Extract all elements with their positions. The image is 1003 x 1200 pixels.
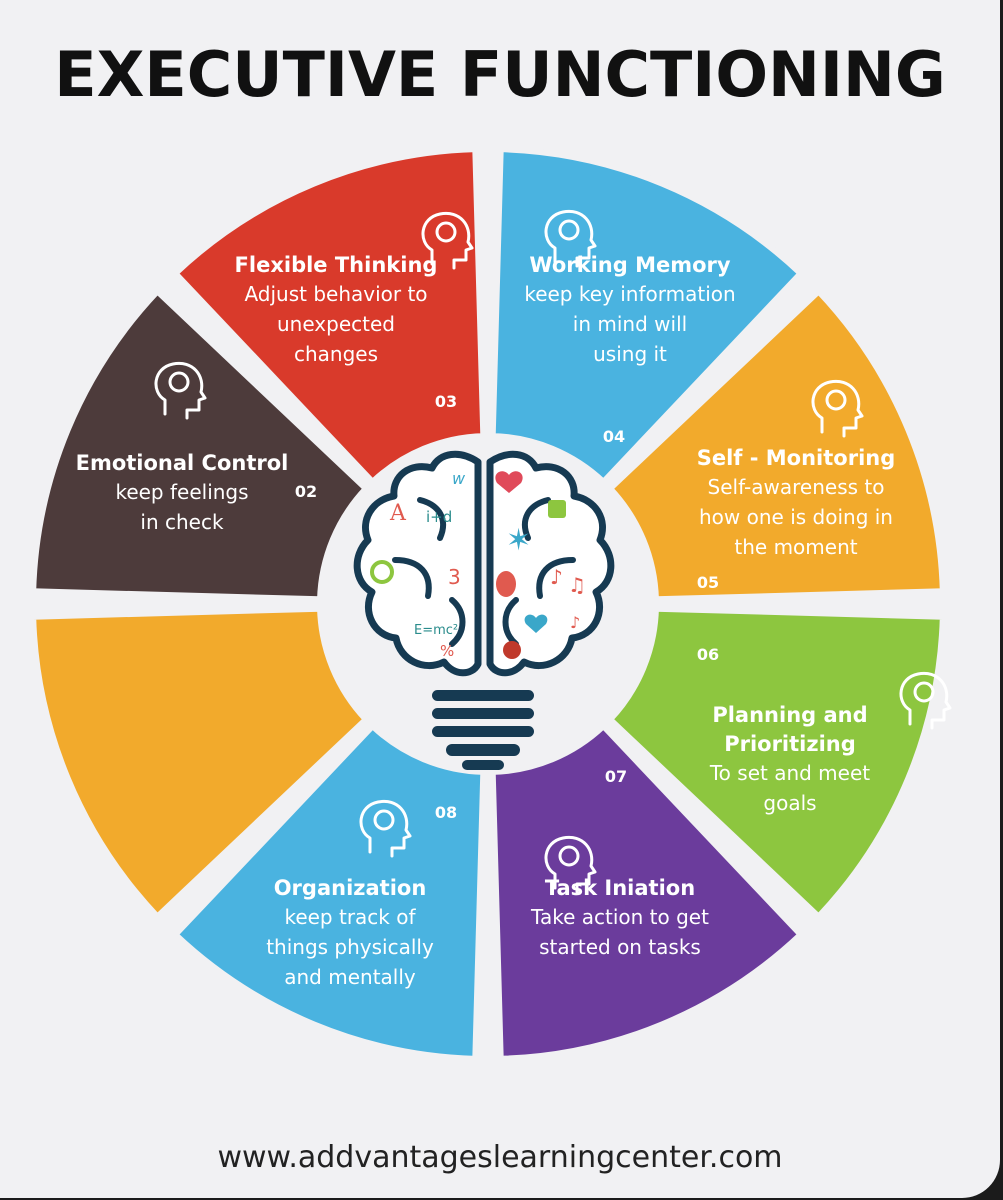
head-magnifier-icon [421, 211, 474, 270]
heart-small-icon [524, 614, 548, 633]
segment-description: keep track of [284, 905, 416, 929]
segment-description: and mentally [284, 965, 416, 989]
head-brain-icon [544, 209, 597, 268]
segment-05 [607, 605, 946, 920]
segment-heading: Task Iniation [545, 876, 695, 900]
brain-symbol-note3: ♪ [570, 613, 580, 632]
segment-06 [489, 723, 804, 1062]
segment-description: Take action to get [530, 905, 709, 929]
segment-description: keep feelings [115, 480, 248, 504]
segment-description: To set and meet [709, 761, 870, 785]
segment-description: how one is doing in [699, 505, 893, 529]
bulb-base-tip [462, 760, 504, 770]
heart-icon [495, 471, 523, 493]
brain-symbol-percent: % [440, 642, 454, 660]
segment-number: 07 [605, 767, 627, 786]
segment-description: using it [593, 342, 667, 366]
star-icon: ✶ [506, 523, 531, 558]
segment-description: in mind will [573, 312, 687, 336]
segment-description: started on tasks [539, 935, 701, 959]
segment-02 [172, 146, 487, 485]
brain-symbol-3: 3 [448, 565, 461, 589]
segment-description: changes [294, 342, 378, 366]
segment-07 [172, 723, 487, 1062]
segment-heading: Self - Monitoring [697, 446, 896, 470]
wheel-segments: 01Impulse ControlThink beforeacting02Emo… [30, 146, 952, 1062]
brain-icon [359, 799, 412, 858]
segment-description: unexpected [277, 312, 395, 336]
infographic-title: EXECUTIVE FUNCTIONING [54, 38, 946, 111]
segment-number: 05 [697, 573, 719, 592]
segment-heading: Planning and [712, 703, 867, 727]
head-emotions-icon [154, 361, 207, 420]
bulb-base-stripe-2 [432, 708, 534, 719]
brain-symbol-emc2: E=mc² [414, 623, 458, 638]
segment-description: the moment [734, 535, 857, 559]
monitor-person-icon [811, 379, 864, 438]
bulb-base-stripe-3 [432, 726, 534, 737]
segment-heading: Emotional Control [76, 451, 289, 475]
segment-03 [489, 146, 804, 485]
segment-description: in check [140, 510, 224, 534]
brain-symbol-a: A [389, 501, 407, 526]
segment-description: keep key information [524, 282, 735, 306]
bulb-base-stripe-1 [432, 690, 534, 701]
lightbulb-brain-icon [544, 835, 597, 894]
segment-08 [30, 605, 369, 920]
segment-heading: Prioritizing [724, 732, 856, 756]
segment-heading: Working Memory [529, 253, 730, 277]
segment-description: things physically [266, 935, 434, 959]
segment-04 [607, 288, 946, 603]
head-lightbulb-icon [899, 671, 952, 730]
brain-symbol-circle [370, 560, 394, 584]
segment-heading: Organization [274, 876, 427, 900]
footer-url: www.addvantageslearningcenter.com [217, 1140, 783, 1175]
brain-symbol-i-plus-d: i+d [426, 508, 452, 526]
segment-heading: Flexible Thinking [235, 253, 438, 277]
segment-number: 04 [603, 427, 625, 446]
bulb-base-stripe-4 [446, 744, 520, 756]
segment-description: Self-awareness to [708, 475, 885, 499]
segment-number: 08 [435, 803, 457, 822]
executive-functioning-wheel: 01Impulse ControlThink beforeacting02Emo… [30, 146, 952, 1062]
segment-description: goals [763, 791, 816, 815]
splash-icon [503, 641, 521, 659]
segment-01 [30, 288, 369, 603]
brain-lightbulb-icon: w A i+d 3 E=mc² % ✶ ♪ ♫ ♪ [353, 450, 615, 770]
brain-symbol-w: w [452, 469, 466, 488]
segment-number: 03 [435, 392, 457, 411]
brain-symbol-note2: ♫ [568, 573, 586, 597]
segment-number: 02 [295, 482, 317, 501]
balloon-icon [496, 571, 516, 597]
segment-number: 06 [697, 645, 719, 664]
segment-description: Adjust behavior to [244, 282, 427, 306]
brain-symbol-note1: ♪ [550, 565, 563, 589]
puzzle-icon [548, 500, 566, 518]
